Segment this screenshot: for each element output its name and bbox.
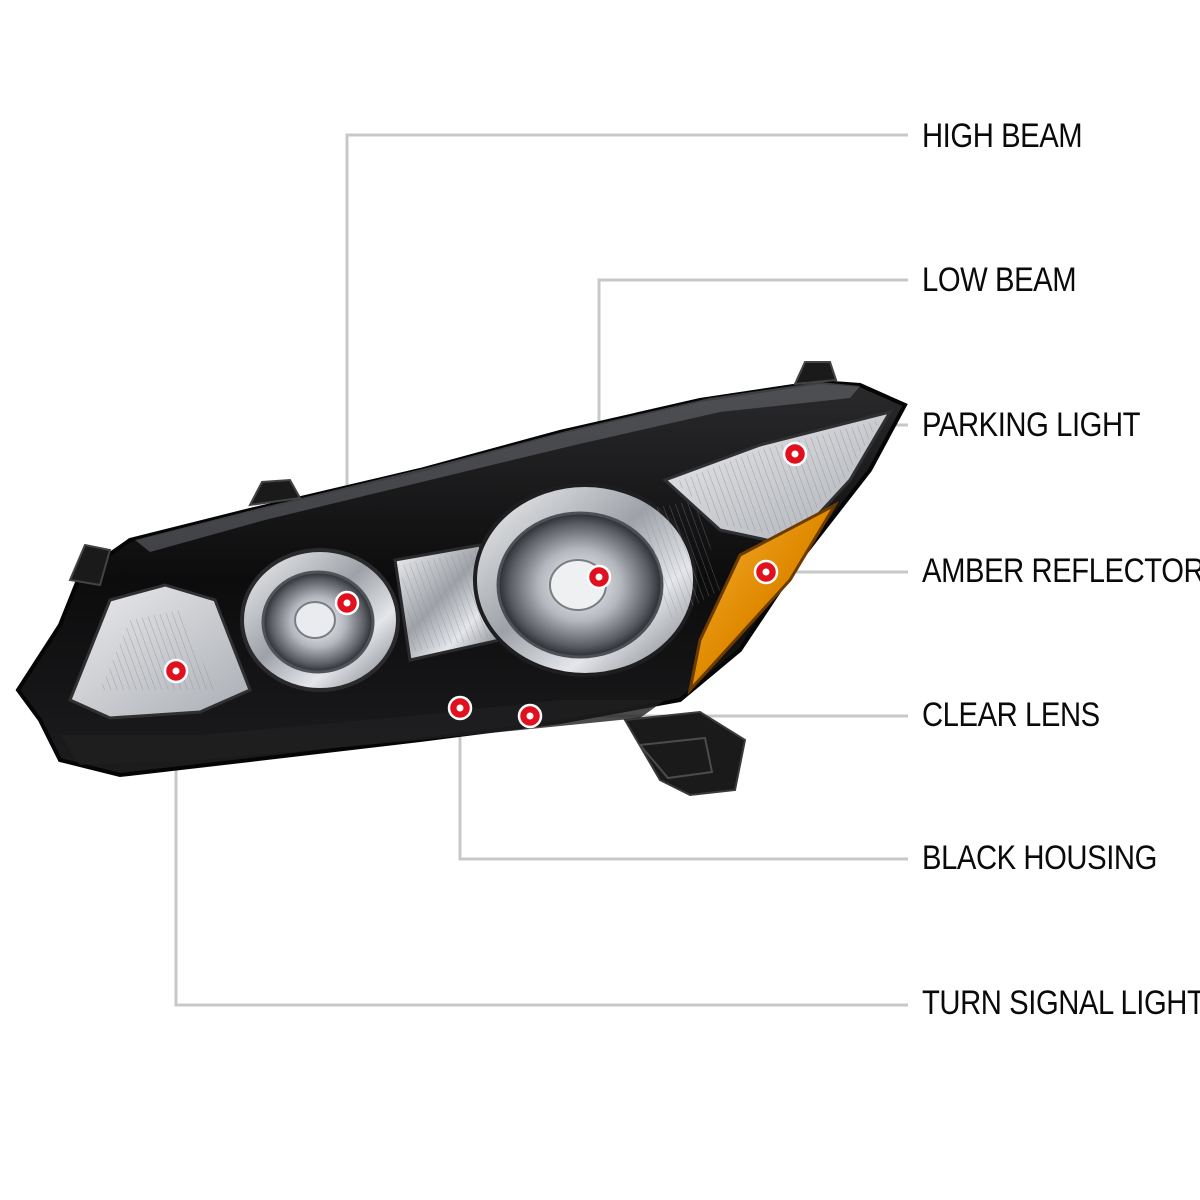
- marker-black-housing: [447, 695, 473, 721]
- label-amber-reflector: AMBER REFLECTOR: [922, 552, 1200, 590]
- callout-markers: [163, 441, 808, 729]
- leader-line-turn-signal: [174, 671, 908, 1007]
- headlight-assembly: [15, 361, 908, 797]
- leader-line-high-beam: [345, 133, 908, 603]
- label-black-housing: BLACK HOUSING: [922, 839, 1157, 877]
- label-high-beam: HIGH BEAM: [922, 117, 1083, 155]
- marker-parking-light: [782, 441, 808, 467]
- marker-clear-lens: [517, 703, 543, 729]
- leader-line-black-housing: [458, 708, 908, 861]
- amber-reflector-lens: [687, 501, 840, 696]
- marker-amber-reflector: [753, 559, 779, 585]
- label-turn-signal-light: TURN SIGNAL LIGHT: [922, 984, 1200, 1022]
- marker-low-beam: [586, 564, 612, 590]
- label-parking-light: PARKING LIGHT: [922, 406, 1141, 444]
- marker-turn-signal: [163, 658, 189, 684]
- label-low-beam: LOW BEAM: [922, 261, 1077, 299]
- marker-high-beam: [334, 590, 360, 616]
- label-clear-lens: CLEAR LENS: [922, 696, 1100, 734]
- mounting-bracket: [623, 710, 747, 797]
